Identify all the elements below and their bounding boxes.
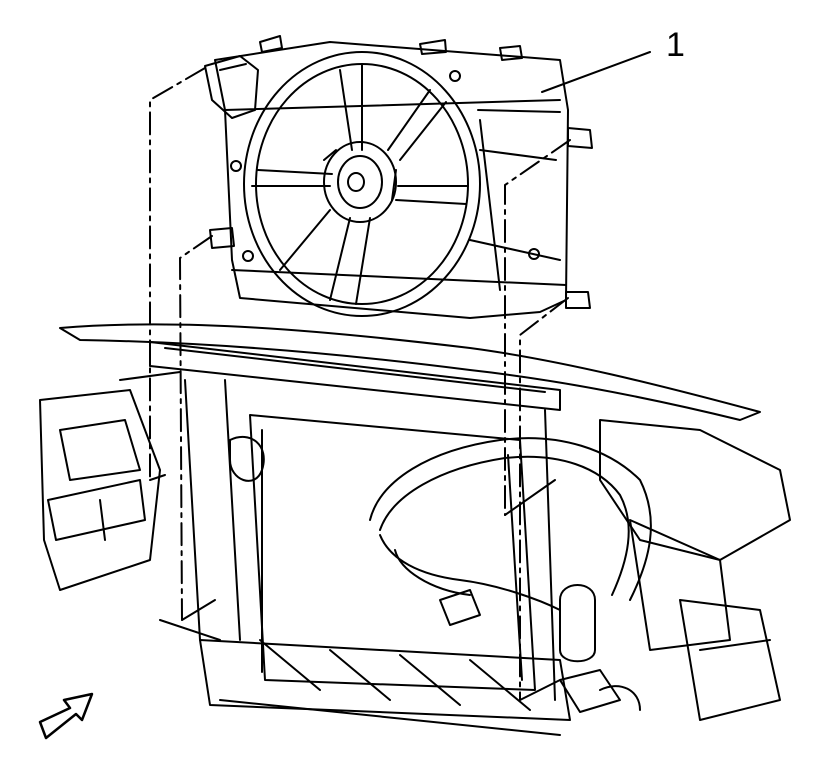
callout-leader-line	[541, 51, 651, 93]
direction-arrow-icon	[38, 692, 94, 740]
installation-guide-lines	[149, 67, 571, 701]
cooling-fan-shroud-assembly	[204, 35, 593, 319]
callout-number-1: 1	[666, 26, 685, 64]
radiator-support	[39, 323, 791, 736]
